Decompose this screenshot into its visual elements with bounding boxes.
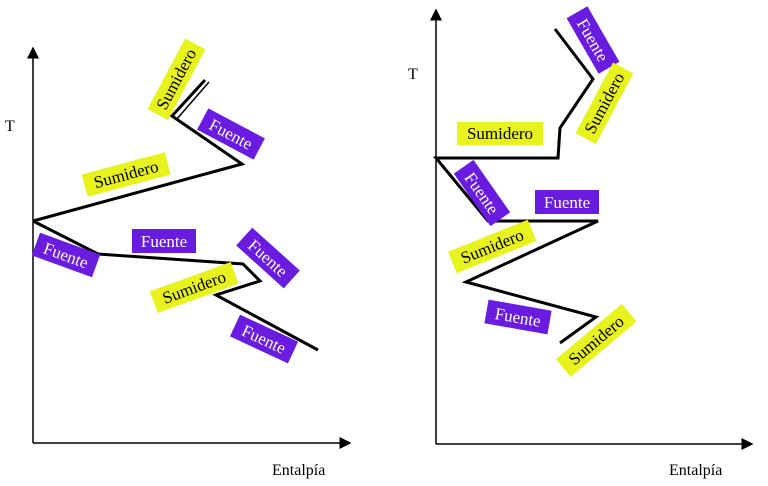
left-x-axis-label: Entalpía <box>272 462 325 479</box>
fuente-box <box>566 6 620 74</box>
right-label-fuente-diag: Fuente <box>453 159 511 227</box>
right-label-sumidero-upper-right: Sumidero <box>575 62 634 144</box>
left-label-sumidero-top: Sumidero <box>147 38 206 120</box>
fuente-box <box>236 227 300 289</box>
right-label-fuente-top: Fuente <box>566 6 620 74</box>
right-diagram: T Entalpía Fuente Sumidero Sumidero Fuen… <box>408 6 754 479</box>
sumidero-box <box>448 219 537 274</box>
right-label-fuente-low: Fuente <box>484 299 552 335</box>
sumidero-box <box>147 38 206 120</box>
left-label-fuente-left: Fuente <box>31 232 101 278</box>
right-y-axis-label: T <box>408 66 418 83</box>
right-label-sumidero-bottom: Sumidero <box>555 303 637 377</box>
fuente-label: Fuente <box>544 193 590 212</box>
fuente-box <box>229 314 299 364</box>
sumidero-label: Sumidero <box>160 267 229 307</box>
fuente-box <box>535 190 599 214</box>
fuente-box <box>453 159 511 227</box>
sumidero-box <box>457 122 543 145</box>
left-label-fuente-right: Fuente <box>236 227 300 289</box>
sumidero-box <box>575 62 634 144</box>
sumidero-box <box>81 152 171 197</box>
left-label-sumidero-low: Sumidero <box>149 261 239 313</box>
left-top-double-line <box>175 81 210 121</box>
left-y-axis-label: T <box>5 118 15 135</box>
left-lower-curve <box>32 219 319 352</box>
left-main-curve <box>32 78 246 223</box>
sumidero-box <box>149 261 239 313</box>
sumidero-label: Sumidero <box>458 225 526 267</box>
left-label-fuente-center: Fuente <box>132 229 196 253</box>
fuente-box <box>484 299 552 335</box>
sumidero-label: Sumidero <box>565 312 628 369</box>
left-label-fuente-upper: Fuente <box>197 108 265 160</box>
right-label-sumidero-mid: Sumidero <box>448 219 537 274</box>
sumidero-label: Sumidero <box>92 157 161 192</box>
right-label-sumidero-upper-left: Sumidero <box>457 122 543 145</box>
fuente-box <box>197 108 265 160</box>
sumidero-box <box>555 303 637 377</box>
right-label-fuente-mid: Fuente <box>535 190 599 214</box>
left-label-sumidero-mid: Sumidero <box>81 152 171 197</box>
fuente-box <box>132 229 196 253</box>
right-x-axis-label: Entalpía <box>669 462 722 479</box>
fuente-label: Fuente <box>141 232 187 251</box>
fuente-box <box>31 232 101 278</box>
sumidero-label: Sumidero <box>467 124 533 143</box>
right-upper-curve <box>432 28 600 345</box>
left-diagram: T Entalpía Sumidero Fuente Sumidero Fuen… <box>5 38 352 479</box>
